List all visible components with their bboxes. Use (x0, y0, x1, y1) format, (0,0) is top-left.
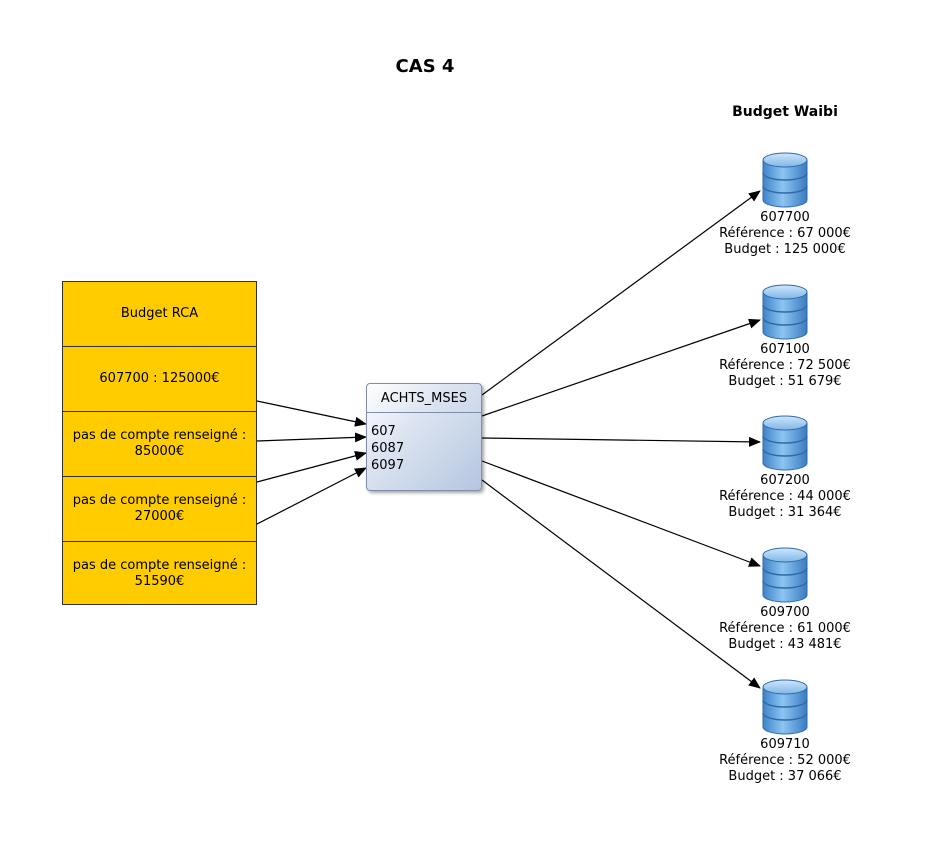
budget-rca-row: 607700 : 125000€ (63, 347, 256, 412)
achts-mses-accounts: 607 6087 6097 (367, 413, 481, 474)
database-icon (762, 679, 808, 735)
connector-waibi-2 (481, 318, 761, 417)
waibi-db-node: 607200 Référence : 44 000€ Budget : 31 3… (715, 415, 855, 521)
achts-account: 607 (371, 424, 396, 439)
waibi-budget: Budget : 37 066€ (728, 769, 842, 784)
waibi-reference: Référence : 52 000€ (719, 753, 851, 768)
connector-rca-3 (256, 450, 367, 483)
waibi-budget: Budget : 51 679€ (728, 374, 842, 389)
connector-rca-2 (256, 432, 367, 443)
connector-waibi-3 (481, 436, 761, 447)
waibi-db-node: 607100 Référence : 72 500€ Budget : 51 6… (715, 284, 855, 390)
budget-rca-table: Budget RCA 607700 : 125000€ pas de compt… (62, 281, 257, 605)
waibi-account-code: 607100 (760, 342, 810, 357)
waibi-reference: Référence : 72 500€ (719, 358, 851, 373)
database-icon (762, 415, 808, 471)
database-icon (762, 284, 808, 340)
achts-mses-class-box: ACHTS_MSES 607 6087 6097 (366, 383, 482, 491)
waibi-db-node: 609710 Référence : 52 000€ Budget : 37 0… (715, 679, 855, 785)
waibi-account-code: 607200 (760, 473, 810, 488)
connector-rca-1 (256, 400, 367, 427)
achts-account: 6087 (371, 441, 405, 456)
database-icon (762, 547, 808, 603)
waibi-account-code: 609710 (760, 737, 810, 752)
connector-waibi-1 (481, 190, 761, 396)
budget-rca-header: Budget RCA (63, 282, 256, 347)
achts-mses-title: ACHTS_MSES (367, 384, 481, 413)
waibi-db-node: 607700 Référence : 67 000€ Budget : 125 … (715, 152, 855, 258)
waibi-account-code: 609700 (760, 605, 810, 620)
waibi-reference: Référence : 61 000€ (719, 621, 851, 636)
budget-rca-row: pas de compte renseigné : 51590€ (72, 558, 247, 589)
waibi-reference: Référence : 67 000€ (719, 226, 851, 241)
waibi-budget: Budget : 31 364€ (728, 505, 842, 520)
budget-rca-row: pas de compte renseigné : 85000€ (63, 412, 256, 477)
connector-waibi-4 (481, 460, 761, 567)
database-icon (762, 152, 808, 208)
waibi-account-code: 607700 (760, 210, 810, 225)
connector-waibi-5 (481, 479, 761, 689)
achts-account: 6097 (371, 458, 405, 473)
waibi-budget: Budget : 125 000€ (724, 242, 846, 257)
waibi-db-node: 609700 Référence : 61 000€ Budget : 43 4… (715, 547, 855, 653)
budget-rca-row: pas de compte renseigné : 27000€ (63, 477, 256, 542)
budget-waibi-title: Budget Waibi (732, 104, 838, 120)
waibi-budget: Budget : 43 481€ (728, 637, 842, 652)
waibi-reference: Référence : 44 000€ (719, 489, 851, 504)
diagram-title: CAS 4 (395, 56, 455, 77)
